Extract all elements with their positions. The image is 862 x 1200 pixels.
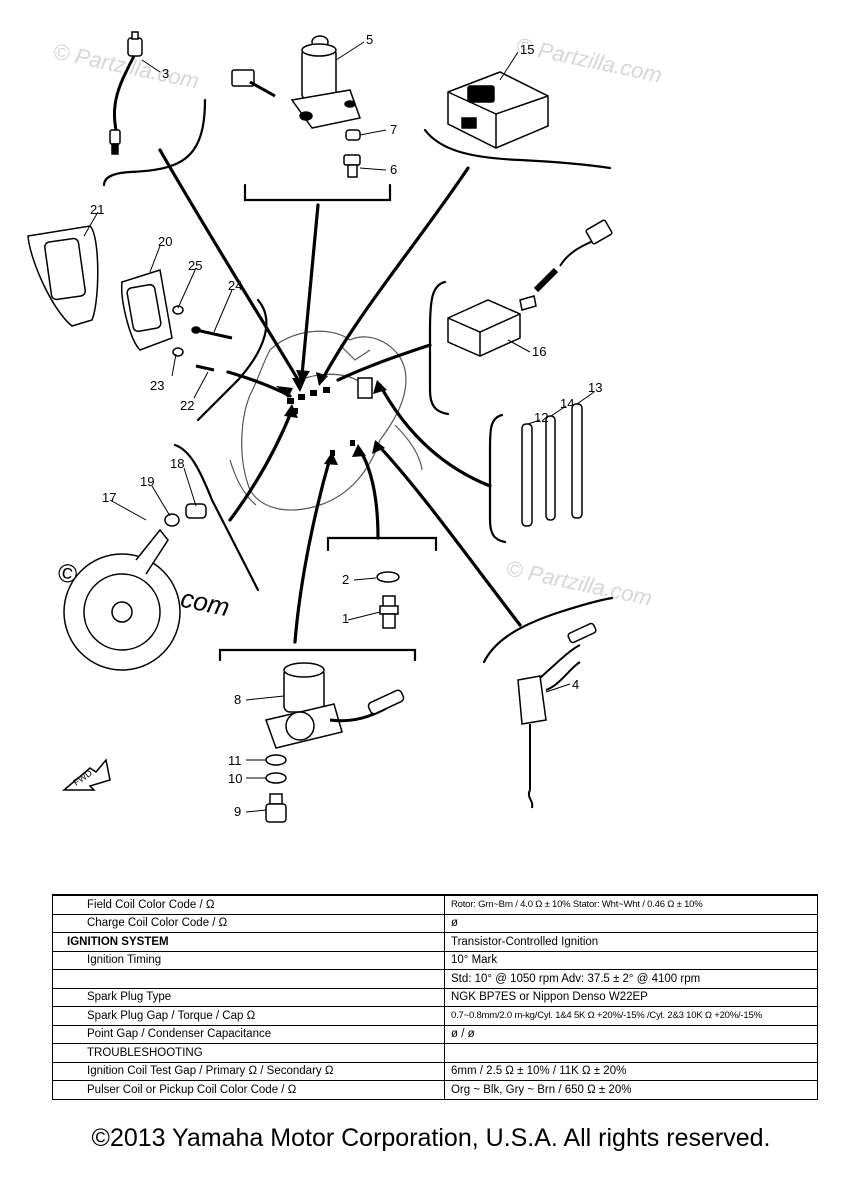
- spec-label: Field Coil Color Code / Ω: [52, 894, 445, 915]
- spec-row: Ignition Coil Test Gap / Primary Ω / Sec…: [52, 1061, 819, 1081]
- callout-24: 24: [228, 278, 242, 293]
- spec-value: 6mm / 2.5 Ω ± 10% / 11K Ω ± 20%: [443, 1061, 819, 1081]
- spec-value: ø: [443, 913, 819, 933]
- connector-blocks: [287, 377, 373, 456]
- callout-2: 2: [342, 572, 349, 587]
- spec-label: Spark Plug Type: [52, 987, 445, 1007]
- callout-15: 15: [520, 42, 534, 57]
- callout-1: 1: [342, 611, 349, 626]
- callout-labels: 1 2 3 4 5 6 7 8 9 10 11 12 13 14 15 16 1…: [90, 32, 602, 819]
- callout-25: 25: [188, 258, 202, 273]
- callout-9: 9: [234, 804, 241, 819]
- callout-20: 20: [158, 234, 172, 249]
- igniter-unit-part: [447, 71, 549, 149]
- spec-value: Rotor: Grn~Brn / 4.0 Ω ± 10% Stator: Wht…: [443, 894, 819, 915]
- callout-23: 23: [150, 378, 164, 393]
- spec-value: 10° Mark: [443, 950, 819, 970]
- connector-unit-part: [447, 219, 613, 357]
- spec-value: Org ~ Blk, Gry ~ Brn / 650 Ω ± 20%: [443, 1080, 819, 1100]
- leader-arrowheads: [276, 370, 387, 465]
- callout-22: 22: [180, 398, 194, 413]
- callout-14: 14: [560, 396, 574, 411]
- spec-value: Std: 10° @ 1050 rpm Adv: 37.5 ± 2° @ 410…: [443, 969, 819, 989]
- spec-row: Std: 10° @ 1050 rpm Adv: 37.5 ± 2° @ 410…: [52, 969, 819, 989]
- callout-19: 19: [140, 474, 154, 489]
- cable-band-part: [521, 403, 583, 527]
- callout-3: 3: [162, 66, 169, 81]
- watermark-text: © Partzilla.com: [51, 38, 201, 93]
- spec-label: Spark Plug Gap / Torque / Cap Ω: [52, 1006, 445, 1026]
- spec-label: Ignition Coil Test Gap / Primary Ω / Sec…: [52, 1061, 445, 1081]
- spec-value: ø / ø: [443, 1024, 819, 1044]
- plug-cap-part: [517, 622, 597, 809]
- parts-diagram: © Partzilla.com © Partzilla.com © Partzi…: [27, 31, 664, 823]
- spec-value: NGK BP7ES or Nippon Denso W22EP: [443, 987, 819, 1007]
- spec-label: Pulser Coil or Pickup Coil Color Code / …: [52, 1080, 445, 1100]
- spec-label: Ignition Timing: [52, 950, 445, 970]
- main-switch-part: [231, 35, 361, 178]
- callout-5: 5: [366, 32, 373, 47]
- watermark-text: © Partzilla.com: [514, 32, 664, 87]
- spec-label: Charge Coil Color Code / Ω: [52, 913, 445, 933]
- callout-21: 21: [90, 202, 104, 217]
- callout-18: 18: [170, 456, 184, 471]
- horn-part: [63, 503, 207, 671]
- callout-12: 12: [534, 410, 548, 425]
- watermark-text: © Partzilla.com: [504, 555, 654, 610]
- spec-row: TROUBLESHOOTING: [52, 1043, 819, 1063]
- spec-value: [443, 1043, 819, 1063]
- callout-11: 11: [228, 753, 242, 768]
- sensor-switch-part: [109, 31, 143, 155]
- leader-lines: [158, 148, 522, 644]
- spec-label: TROUBLESHOOTING: [52, 1043, 445, 1063]
- pickup-coil-part: [265, 662, 405, 823]
- callout-13: 13: [588, 380, 602, 395]
- motorcycle-frame-outline: [229, 330, 423, 511]
- callout-6: 6: [390, 162, 397, 177]
- copyright-notice: ©2013 Yamaha Motor Corporation, U.S.A. A…: [91, 1124, 771, 1152]
- callout-17: 17: [102, 490, 116, 505]
- spec-value: Transistor-Controlled Ignition: [443, 932, 819, 952]
- tail-light-part: [27, 225, 233, 372]
- spec-label: IGNITION SYSTEM: [52, 932, 445, 952]
- callout-16: 16: [532, 344, 546, 359]
- forward-arrow-icon: FWD: [61, 758, 111, 791]
- callout-leaders: [83, 41, 595, 813]
- spec-label: Point Gap / Condenser Capacitance: [52, 1024, 445, 1044]
- callout-8: 8: [234, 692, 241, 707]
- group-brackets: [102, 98, 614, 664]
- spec-row: Pulser Coil or Pickup Coil Color Code / …: [52, 1080, 819, 1100]
- callout-7: 7: [390, 122, 397, 137]
- spec-value: 0.7~0.8mm/2.0 m-kg/Cyl. 1&4 5K Ω +20%/-1…: [443, 1006, 819, 1026]
- callout-4: 4: [572, 677, 579, 692]
- bolt-washer-part: [376, 571, 400, 629]
- callout-10: 10: [228, 771, 242, 786]
- spec-label: [52, 969, 445, 989]
